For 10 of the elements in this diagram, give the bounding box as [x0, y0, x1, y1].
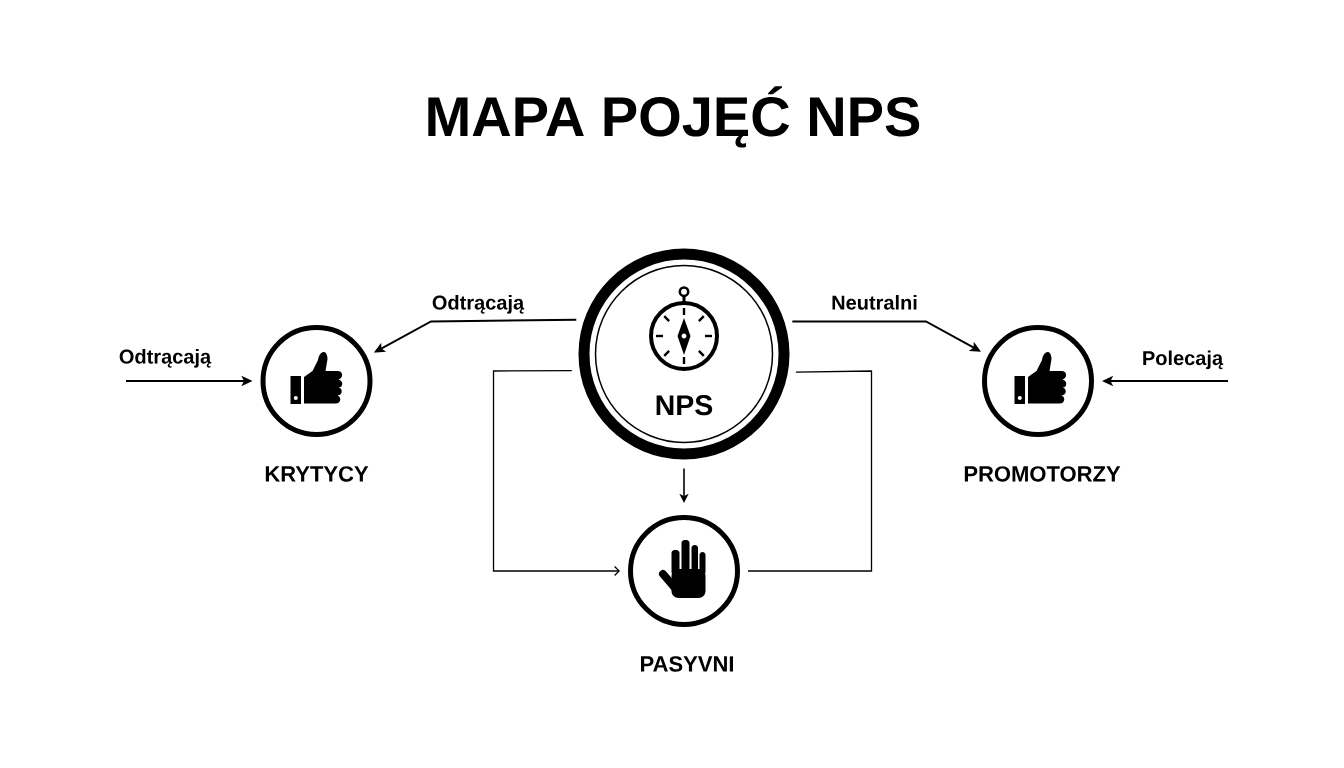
edge-label: Odtrącają [117, 347, 213, 370]
edge-label: Polecają [1140, 349, 1225, 371]
node-label: PASYVNI [641, 656, 734, 672]
edge-label: Odtrącają [430, 293, 526, 316]
node-label: KRYTYCY [265, 466, 369, 482]
arrow [492, 369, 620, 577]
node-label: PROMOTORZY [964, 466, 1121, 482]
edge-label: Neutralni [829, 293, 920, 312]
connector-line [747, 370, 873, 572]
title: MAPA POJĘĆ NPS [428, 86, 920, 148]
